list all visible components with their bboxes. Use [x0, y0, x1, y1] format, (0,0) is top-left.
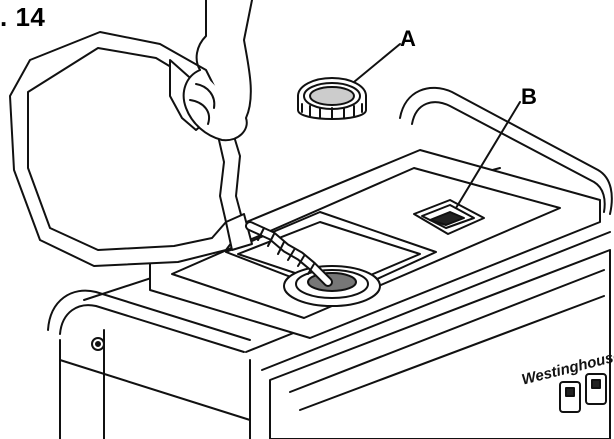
arm	[195, 0, 253, 119]
leader-b	[455, 101, 521, 209]
callout-a-label: A	[400, 26, 416, 51]
hand	[182, 0, 253, 142]
figure-number: . 14	[0, 2, 46, 32]
fuel-cap-a	[297, 77, 367, 120]
bolt-2	[95, 341, 101, 347]
can-body	[9, 31, 245, 267]
side-panel-line-2	[299, 295, 605, 411]
deck-inset	[171, 167, 561, 319]
frame-tube-left-inner	[59, 304, 245, 353]
fuel-gauge-b	[413, 199, 485, 235]
callout-b-label: B	[521, 84, 537, 109]
fuel-can	[9, 31, 333, 287]
front-housing-4	[59, 359, 251, 421]
bolt	[91, 337, 105, 351]
fuel-filler-neck	[283, 265, 381, 307]
frame-rail-front-3	[261, 231, 611, 371]
outlets	[559, 373, 607, 413]
frame-tube-right-inner	[411, 101, 606, 213]
frame-tube-left	[47, 289, 251, 341]
can-spout-base	[225, 213, 253, 251]
can-inner-edge	[27, 47, 227, 251]
frame-tube-right	[399, 87, 613, 215]
side-panel-line	[289, 269, 605, 393]
leader-a	[353, 43, 401, 83]
side-panel	[269, 249, 611, 439]
